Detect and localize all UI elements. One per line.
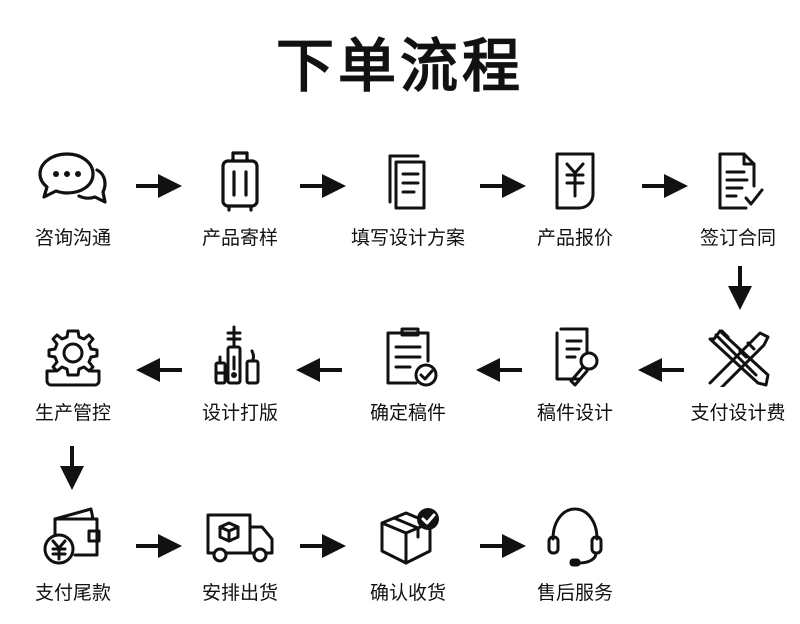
step-label: 产品寄样: [201, 227, 278, 249]
step-label: 支付设计费: [690, 402, 786, 424]
step-label: 确定稿件: [369, 402, 446, 424]
sample-bottles-icon: [214, 325, 260, 385]
step-label: 填写设计方案: [350, 227, 465, 249]
step-label: 确认收货: [369, 582, 446, 604]
headset-icon: [547, 507, 603, 567]
step-label: 支付尾款: [34, 582, 111, 604]
step-confirm-manuscript: 确定稿件: [348, 325, 468, 425]
step-label: 签订合同: [699, 227, 776, 249]
wallet-yuan-icon: [43, 507, 101, 565]
confirm-clipboard-icon: [386, 327, 438, 387]
step-design-plan: 填写设计方案: [348, 150, 468, 250]
step-send-samples: 产品寄样: [180, 150, 300, 250]
step-sign-contract: 签订合同: [678, 150, 798, 250]
delivery-truck-icon: [206, 513, 274, 563]
luggage-icon: [221, 151, 259, 212]
step-production-control: 生产管控: [13, 325, 133, 425]
step-label: 咨询沟通: [34, 227, 111, 249]
chat-bubbles-icon: [38, 152, 107, 204]
step-label: 安排出货: [201, 582, 278, 604]
step-sample-making: 设计打版: [180, 325, 300, 425]
manuscript-design-icon: [555, 327, 599, 387]
production-gear-icon: [45, 329, 101, 387]
step-label: 生产管控: [34, 402, 111, 424]
step-manuscript-design: 稿件设计: [515, 325, 635, 425]
step-confirm-receipt: 确认收货: [348, 505, 468, 605]
step-final-payment: 支付尾款: [13, 505, 133, 605]
step-label: 售后服务: [536, 582, 613, 604]
step-design-fee: 支付设计费: [678, 325, 798, 425]
step-after-sales: 售后服务: [515, 505, 635, 605]
contract-sign-icon: [718, 152, 764, 210]
documents-icon: [388, 154, 426, 210]
step-arrange-shipping: 安排出货: [180, 505, 300, 605]
step-consultation: 咨询沟通: [13, 150, 133, 250]
step-label: 设计打版: [201, 402, 278, 424]
step-quotation: 产品报价: [515, 150, 635, 250]
design-tools-icon: [708, 329, 770, 387]
step-label: 稿件设计: [536, 402, 613, 424]
box-check-icon: [380, 508, 439, 565]
yuan-price-icon: [555, 152, 595, 210]
step-label: 产品报价: [536, 227, 613, 249]
page-title: 下单流程: [275, 32, 524, 100]
